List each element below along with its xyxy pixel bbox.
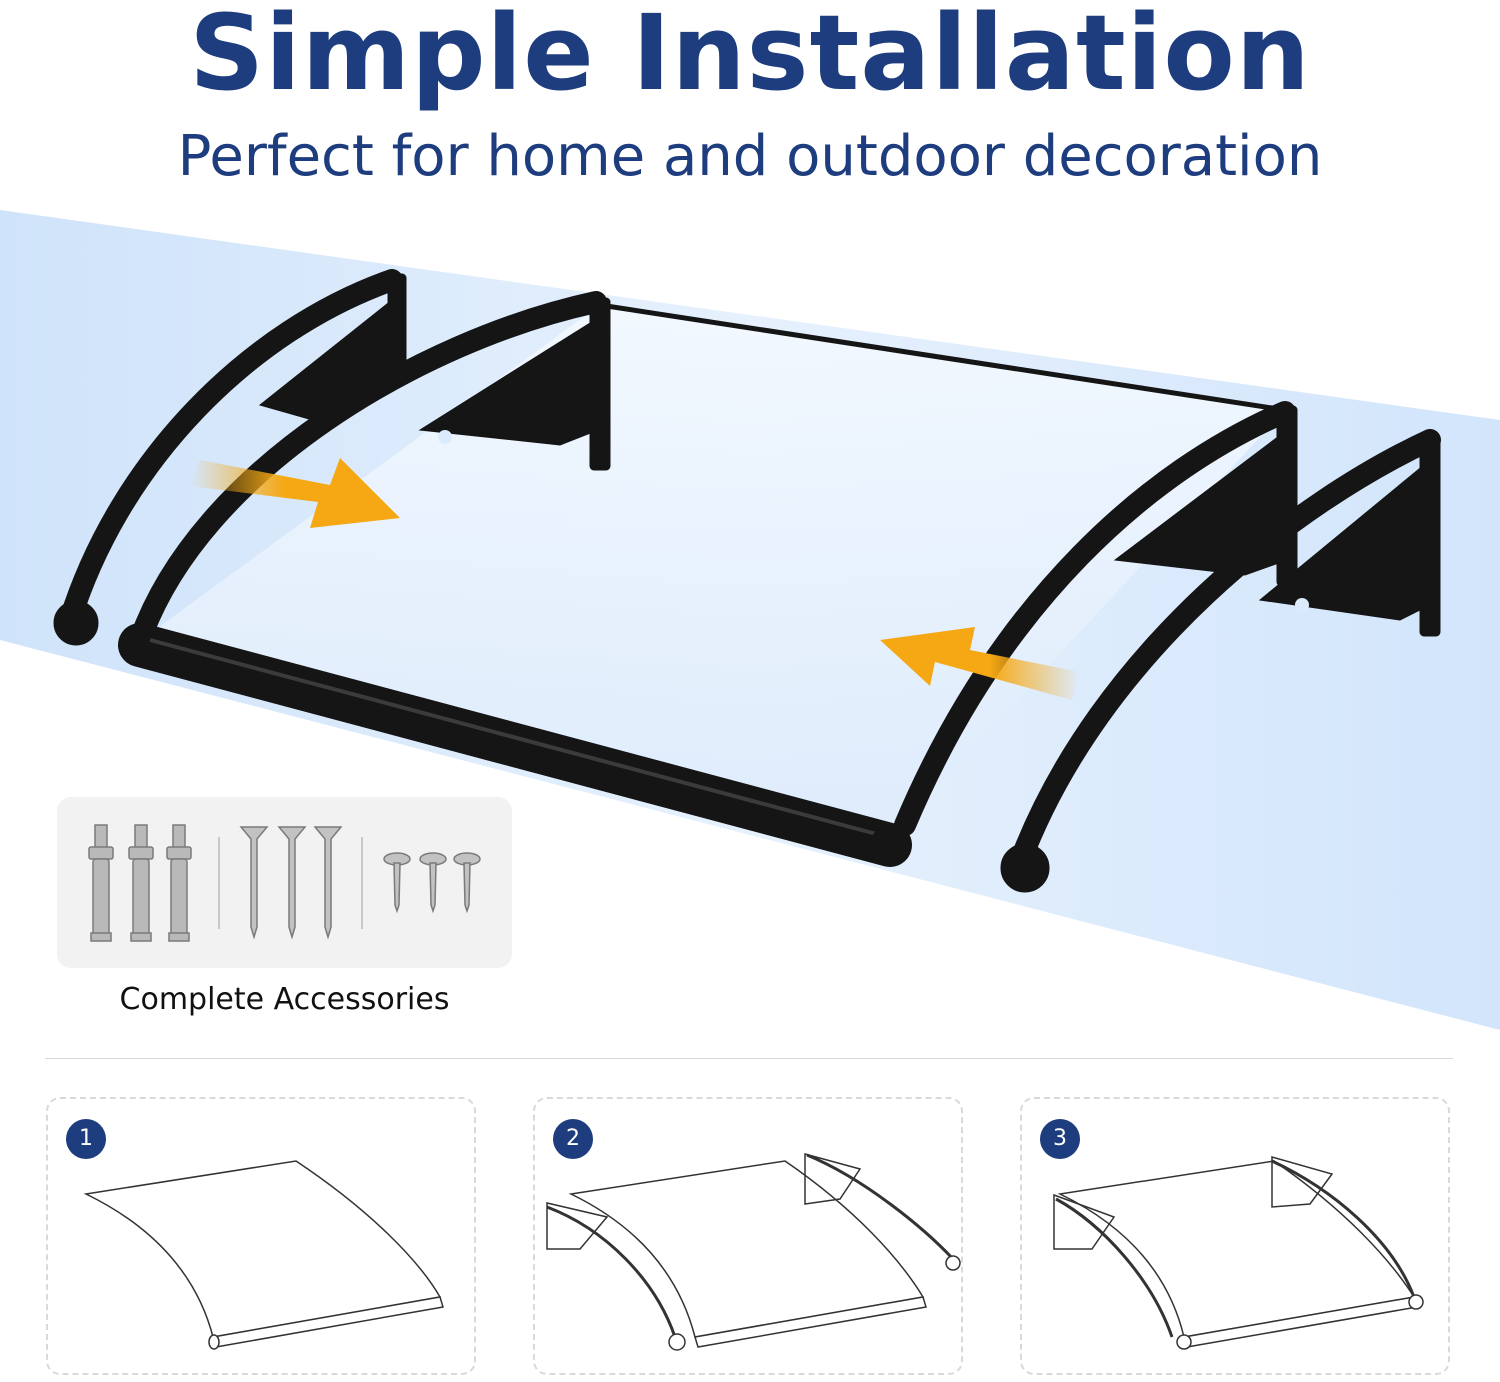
step-3-badge: 3 [1040,1119,1080,1159]
pan-head-screw-icon [383,852,481,914]
step-1-card: 1 [46,1097,476,1375]
arrow-right-icon [190,458,400,528]
step-2-card: 2 [533,1097,963,1375]
step-2-badge: 2 [553,1119,593,1159]
bracket-right-back [894,401,1298,836]
wood-screw-icon [239,826,343,940]
bracket-right-front [1000,429,1441,893]
step-3-panel-illustration [1053,1156,1424,1350]
front-tube [118,623,912,867]
awning-hero-illustration [0,210,1500,1030]
accessories-label: Complete Accessories [119,982,450,1017]
section-divider [45,1058,1453,1059]
page-title: Simple Installation [189,0,1311,114]
step-3-card: 3 [1020,1097,1450,1375]
page-subtitle: Perfect for home and outdoor decoration [177,124,1323,189]
accessories-panel [57,797,512,968]
step-2-panel-illustration [546,1153,961,1351]
step-1-panel-illustration [83,1160,444,1350]
expansion-bolt-icon [88,824,192,942]
panel-top-edge [599,302,1286,413]
arrow-left-icon [880,627,1080,700]
step-1-badge: 1 [66,1119,106,1159]
bracket-left-back [129,291,611,651]
accessories-illustration [88,824,481,942]
